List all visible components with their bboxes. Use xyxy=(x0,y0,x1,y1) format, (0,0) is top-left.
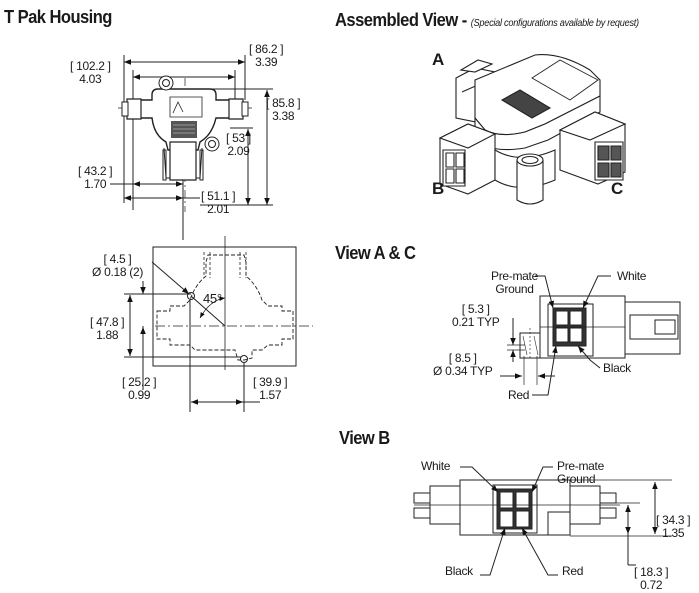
dim-47-8: [ 47.8 ] 1.88 xyxy=(90,315,125,342)
dim-39-9: [ 39.9 ] 1.57 xyxy=(253,375,288,402)
dim-hole-4-5: [ 4.5 ] Ø 0.18 (2) xyxy=(92,253,143,279)
assembled-view-note: (Special configurations available by req… xyxy=(470,18,639,29)
dim-53: [ 53 ] 2.09 xyxy=(226,132,251,158)
dim-53-in: 2.09 xyxy=(227,144,250,158)
dim-51-1-in: 2.01 xyxy=(207,202,230,216)
dim-18-3-in: 0.72 xyxy=(640,578,663,592)
view-b-ground: Ground xyxy=(557,472,596,486)
view-ac-black-label: Black xyxy=(603,361,631,375)
tpak-top-view xyxy=(110,55,273,240)
dim-39-9-in: 1.57 xyxy=(259,388,282,402)
view-ac-drawing xyxy=(500,276,680,395)
dim-5-3-in: 0.21 TYP xyxy=(452,315,500,329)
dim-47-8-in: 1.88 xyxy=(96,328,119,342)
dim-5-3-mm: [ 5.3 ] xyxy=(461,302,490,316)
assembled-isometric-view xyxy=(440,55,625,204)
dim-18-3-mm: [ 18.3 ] xyxy=(634,565,669,579)
view-b-red-label: Red xyxy=(562,564,584,578)
dim-86-2-in: 3.39 xyxy=(255,55,278,69)
dim-85-8-in: 3.38 xyxy=(272,109,295,123)
dim-102-2: [ 102.2 ] 4.03 xyxy=(70,60,111,86)
dim-34-3: [ 34.3 ] 1.35 xyxy=(656,513,691,540)
port-label-c: C xyxy=(611,179,624,198)
view-ac-ground: Ground xyxy=(495,282,534,296)
dim-47-8-mm: [ 47.8 ] xyxy=(90,315,125,329)
dim-25-2-mm: [ 25.2 ] xyxy=(122,375,157,389)
dim-85-8-mm: [ 85.8 ] xyxy=(266,96,301,110)
view-b-white-label: White xyxy=(421,459,451,473)
tpak-mount-view xyxy=(124,236,313,412)
dim-34-3-in: 1.35 xyxy=(662,526,685,540)
view-ac-premate: Pre-mate xyxy=(491,269,538,283)
dim-86-2: [ 86.2 ] 3.39 xyxy=(249,42,284,69)
dim-8-5-mm: [ 8.5 ] xyxy=(448,351,477,365)
dim-53-mm: [ 53 ] xyxy=(226,131,251,145)
dim-hole-in: Ø 0.18 (2) xyxy=(92,265,144,279)
dim-25-2: [ 25.2 ] 0.99 xyxy=(122,375,157,402)
dim-102-2-in: 4.03 xyxy=(79,72,102,86)
dim-34-3-mm: [ 34.3 ] xyxy=(656,513,691,527)
dim-85-8: [ 85.8 ] 3.38 xyxy=(266,96,301,123)
view-ac-red-label: Red xyxy=(508,388,530,402)
port-label-a: A xyxy=(432,50,445,69)
view-ac-white-label: White xyxy=(617,269,647,283)
view-b-premate: Pre-mate xyxy=(557,459,604,473)
dim-86-2-mm: [ 86.2 ] xyxy=(249,42,284,56)
dim-5-3: [ 5.3 ] 0.21 TYP xyxy=(452,302,500,329)
view-b-premate-ground-label: Pre-mate Ground xyxy=(557,460,604,486)
dim-8-5: [ 8.5 ] Ø 0.34 TYP xyxy=(433,351,493,378)
view-b-black-label: Black xyxy=(445,564,473,578)
dim-43-2-in: 1.70 xyxy=(84,177,107,191)
dim-8-5-in: Ø 0.34 TYP xyxy=(433,364,493,378)
view-ac-premate-ground-label: Pre-mate Ground xyxy=(491,270,538,296)
angle-45-label: 45° xyxy=(203,291,222,306)
dim-hole-mm: [ 4.5 ] xyxy=(103,252,132,266)
dim-25-2-in: 0.99 xyxy=(128,388,151,402)
dim-51-1-mm: [ 51.1 ] xyxy=(201,189,236,203)
dim-43-2: [ 43.2 ] 1.70 xyxy=(78,164,113,191)
assembled-view-heading: Assembled View - xyxy=(335,10,467,30)
port-label-b: B xyxy=(432,179,445,198)
tpak-housing-title: T Pak Housing xyxy=(4,7,112,27)
dim-39-9-mm: [ 39.9 ] xyxy=(253,375,288,389)
dim-102-2-mm: [ 102.2 ] xyxy=(70,59,111,73)
assembled-view-title: Assembled View - (Special configurations… xyxy=(335,10,639,31)
view-ac-title: View A & C xyxy=(335,243,416,263)
view-b-drawing xyxy=(414,467,672,575)
dim-18-3: [ 18.3 ] 0.72 xyxy=(634,565,669,592)
dim-43-2-mm: [ 43.2 ] xyxy=(78,164,113,178)
view-b-title: View B xyxy=(339,428,390,448)
dim-51-1: [ 51.1 ] 2.01 xyxy=(201,189,236,216)
